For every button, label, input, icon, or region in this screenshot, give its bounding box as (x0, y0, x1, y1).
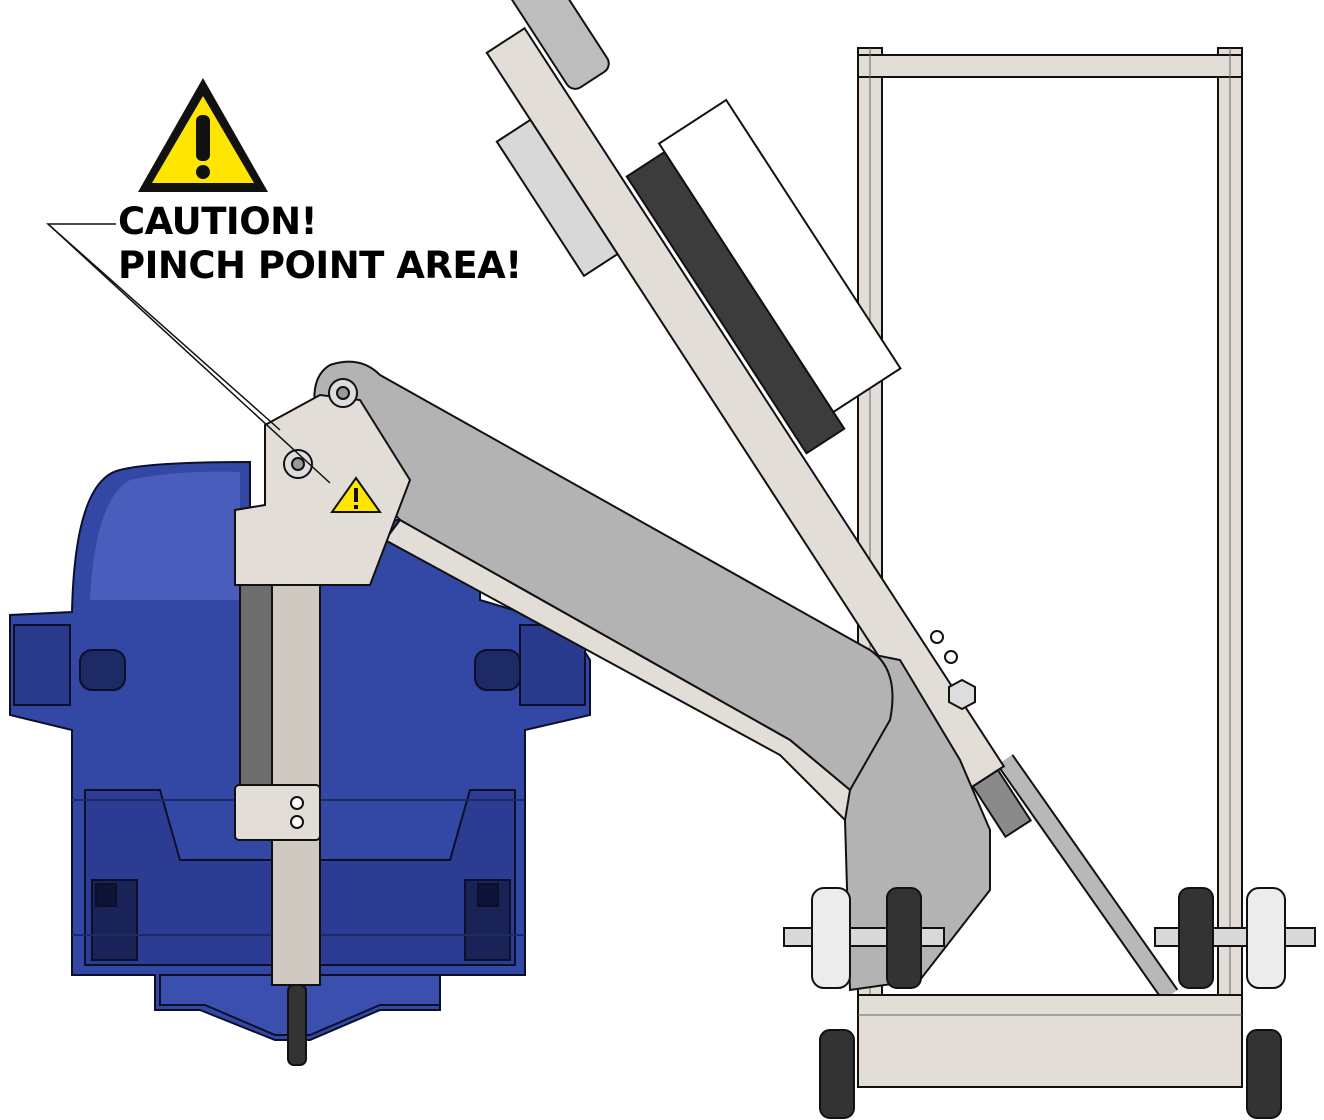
arm-post-side (239, 584, 273, 786)
caption-leader-lines (46, 223, 331, 484)
caster-right (1246, 1029, 1282, 1119)
caution-label: CAUTION! (118, 200, 317, 243)
arm-beam (313, 360, 894, 792)
actuator-rod (971, 768, 1033, 839)
sticker-warning-icon (330, 476, 382, 513)
lift-arm (234, 360, 894, 1066)
container-foot-slot-left (95, 883, 117, 907)
mast-hex-bolt (930, 630, 976, 711)
wheel-left-inner (886, 887, 922, 989)
wheel-left-outer (811, 887, 851, 989)
leader-line (47, 223, 331, 484)
frame-top-bar (857, 54, 1243, 78)
bolt-icon (930, 630, 944, 644)
motor-cylinder (509, 0, 610, 90)
pivot-bolt-icon (336, 386, 350, 400)
base-bar (857, 994, 1243, 1088)
lift-mast (485, 0, 1033, 839)
pivot-bolt-icon (291, 457, 305, 471)
post-clamp (234, 784, 321, 841)
container-shoulder (90, 471, 240, 600)
cover-panel (657, 98, 902, 414)
bolt-icon (944, 650, 958, 664)
caster-left (819, 1029, 855, 1119)
strut-rod-fill (998, 755, 1177, 1000)
right-handle-slot (474, 649, 521, 691)
cart-base (783, 638, 1316, 1119)
clamp-bolt-icon (290, 796, 304, 810)
hex-bolt-icon (948, 678, 976, 711)
container-left-handle (13, 624, 71, 706)
diagonal-strut (996, 754, 1179, 1001)
wheel-right-outer (1246, 887, 1286, 989)
pinch-point-caption: CAUTION! PINCH POINT AREA! (118, 200, 522, 288)
wheel-right-inner (1178, 887, 1214, 989)
left-handle-slot (79, 649, 126, 691)
post-foot (287, 984, 307, 1066)
warning-triangle-icon (138, 78, 268, 192)
pinch-point-label: PINCH POINT AREA! (118, 244, 522, 287)
motor-box (495, 118, 619, 278)
clamp-bolt-icon (290, 815, 304, 829)
container-foot-slot-right (477, 883, 499, 907)
